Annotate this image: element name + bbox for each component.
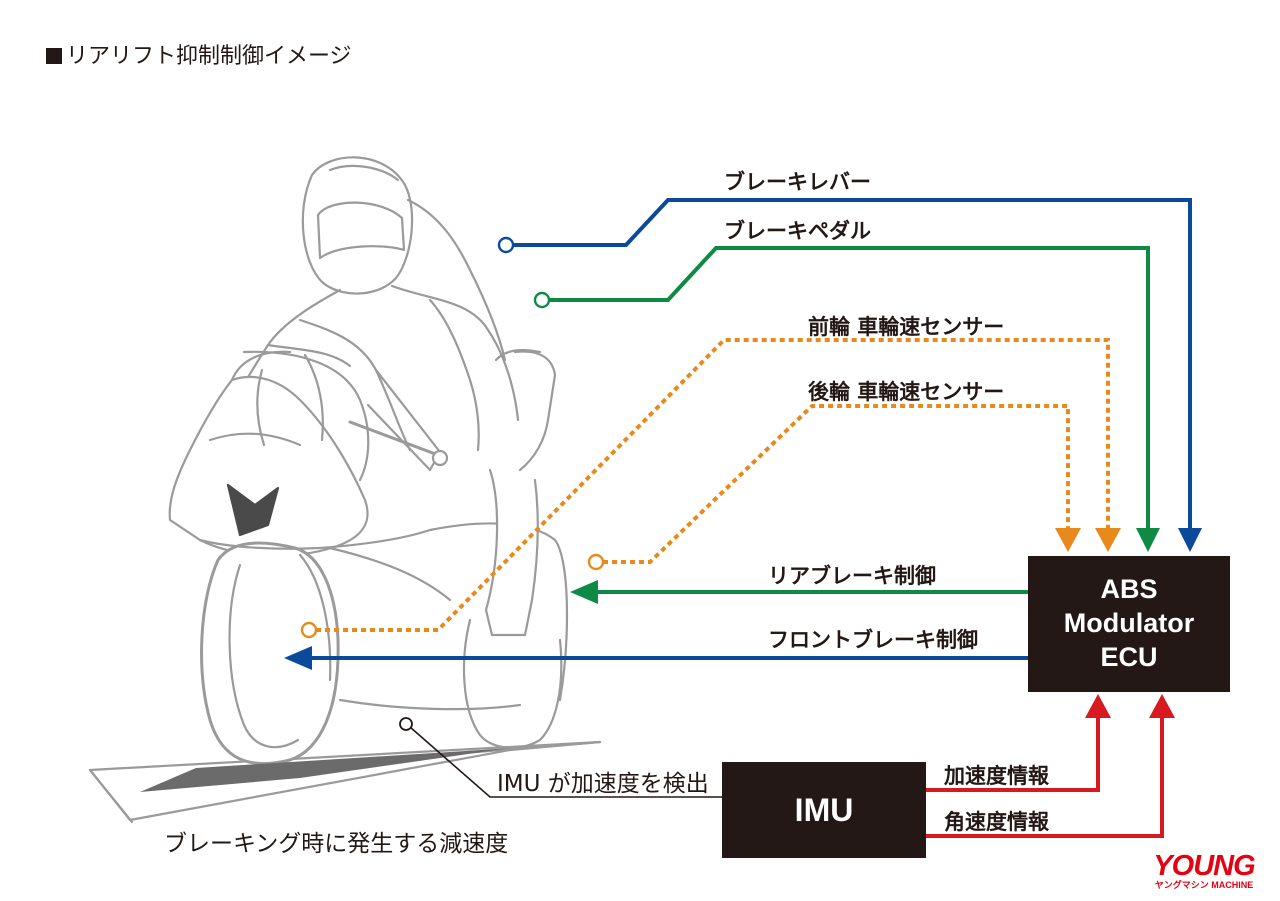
abs-modulator-ecu-box: ABS Modulator ECU (1028, 556, 1230, 692)
ecu-line-1: ABS (1100, 574, 1158, 605)
brake-lever-arrow-icon (1178, 528, 1202, 552)
front-wheel (200, 541, 340, 766)
imu-box: IMU (722, 762, 926, 858)
logo-sub: ヤングマシン MACHINE (1141, 880, 1267, 890)
angular-velocity-info-label: 角速度情報 (944, 810, 1049, 834)
wheel-shadow (140, 748, 510, 792)
imu-leader-line (409, 726, 722, 798)
front-wheel-sensor-node (300, 621, 318, 639)
ecu-line-3: ECU (1100, 641, 1158, 672)
logo-sub-text: MACHINE (1211, 880, 1254, 890)
rear-brake-control-label: リアブレーキ制御 (768, 564, 936, 588)
young-machine-logo: YOUNG ヤングマシン MACHINE (1141, 850, 1267, 891)
acceleration-arrow-icon (1085, 694, 1111, 718)
imu-detects-label: IMU が加速度を検出 (497, 771, 709, 797)
rear-brake-arrow-icon (570, 580, 598, 604)
brake-lever-node (497, 236, 515, 254)
ecu-line-2: Modulator (1063, 608, 1195, 639)
front-sensor-arrow-icon (1095, 528, 1121, 552)
motorcycle-rider-illustration (88, 156, 602, 824)
fairing (168, 375, 369, 557)
rear-wheel (462, 618, 563, 749)
helmet (301, 156, 414, 295)
angular-velocity-info-line (926, 716, 1164, 838)
front-brake-arrow-icon (284, 646, 312, 670)
front-cowl (226, 483, 280, 537)
rear-wheel-sensor-node (587, 553, 605, 571)
brake-lever-label: ブレーキレバー (724, 170, 871, 194)
angular-velocity-arrow-icon (1149, 694, 1175, 718)
front-wheel-sensor-line (316, 338, 1110, 632)
rear-sensor-arrow-icon (1055, 528, 1081, 552)
brake-pedal-label: ブレーキペダル (724, 219, 871, 243)
brake-pedal-arrow-icon (1136, 528, 1160, 552)
title-square-icon (46, 48, 62, 64)
imu-box-label: IMU (794, 792, 854, 828)
rear-wheel-sensor-line (603, 404, 1070, 564)
front-brake-control-label: フロントブレーキ制御 (768, 628, 978, 652)
brake-lever-line (513, 198, 1192, 530)
brake-pedal-line (549, 246, 1150, 530)
acceleration-info-line (926, 716, 1100, 792)
front-wheel-speed-sensor-label: 前輪 車輪速センサー (808, 315, 1005, 339)
brake-pedal-node (533, 291, 551, 309)
rear-wheel-speed-sensor-label: 後輪 車輪速センサー (808, 380, 1005, 404)
braking-deceleration-label: ブレーキング時に発生する減速度 (164, 831, 509, 857)
imu-node (399, 717, 413, 731)
logo-sub-kana: ヤングマシン (1154, 880, 1209, 890)
diagram-title: リアリフト抑制制御イメージ (46, 38, 352, 70)
logo-brand: YOUNG (1153, 850, 1255, 882)
acceleration-info-label: 加速度情報 (944, 764, 1049, 788)
